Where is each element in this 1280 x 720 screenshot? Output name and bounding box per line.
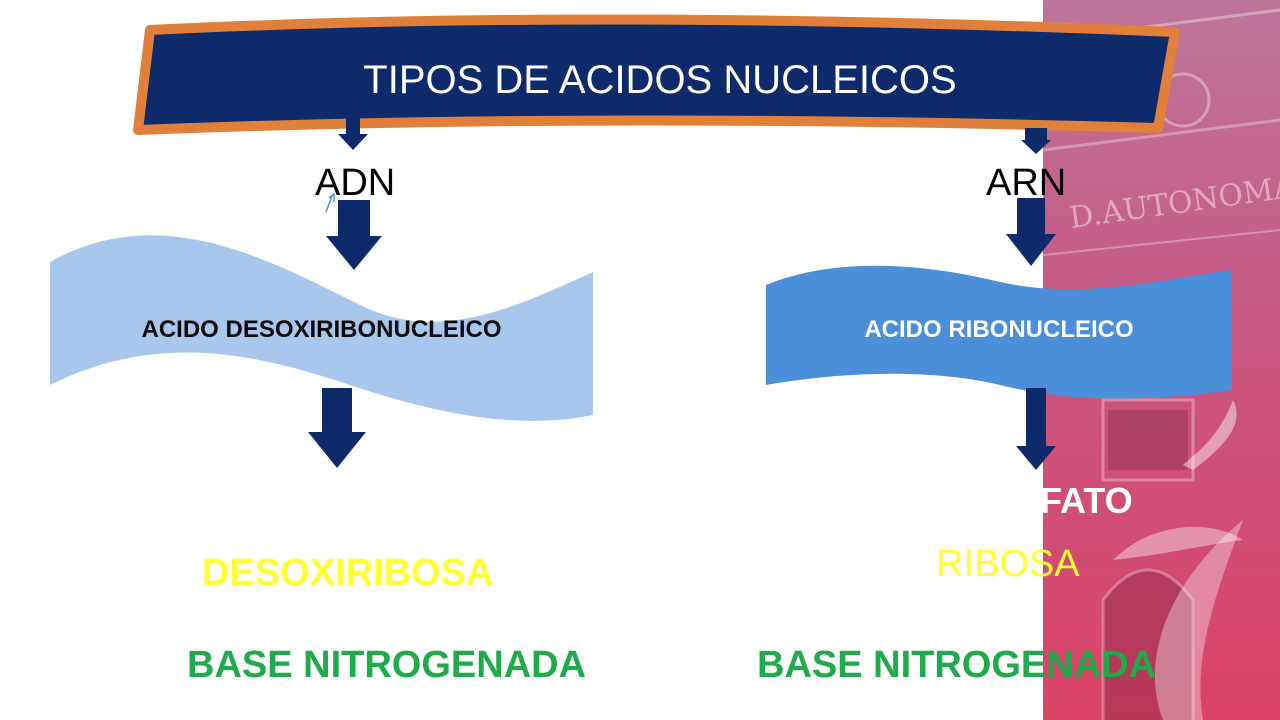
cursor-mark-icon xyxy=(325,192,335,213)
title-banner xyxy=(133,14,1180,135)
arrow-down-icon xyxy=(1006,198,1056,266)
phosphate-partial-label: FATO xyxy=(1040,480,1133,521)
node-arn: ARN xyxy=(986,162,1067,204)
arrow-down-icon xyxy=(326,200,382,270)
left-sugar-label: DESOXIRIBOSA xyxy=(202,552,494,594)
arrow-down-icon xyxy=(1021,128,1051,154)
node-adn: ADN xyxy=(315,162,396,204)
arrow-down-icon xyxy=(308,388,366,468)
diagram-title: TIPOS DE ACIDOS NUCLEICOS xyxy=(363,58,957,102)
right-wave-banner xyxy=(766,265,1232,399)
right-base-label: BASE NITROGENADA xyxy=(757,644,1157,686)
left-wave-banner xyxy=(50,235,593,421)
right-sugar-label: RIBOSA xyxy=(936,543,1080,585)
left-banner-label: ACIDO DESOXIRIBONUCLEICO xyxy=(141,316,502,343)
right-banner-label: ACIDO RIBONUCLEICO xyxy=(864,316,1134,343)
arrow-down-icon xyxy=(338,110,368,150)
arrow-down-icon xyxy=(1016,388,1056,470)
left-base-label: BASE NITROGENADA xyxy=(187,644,587,686)
